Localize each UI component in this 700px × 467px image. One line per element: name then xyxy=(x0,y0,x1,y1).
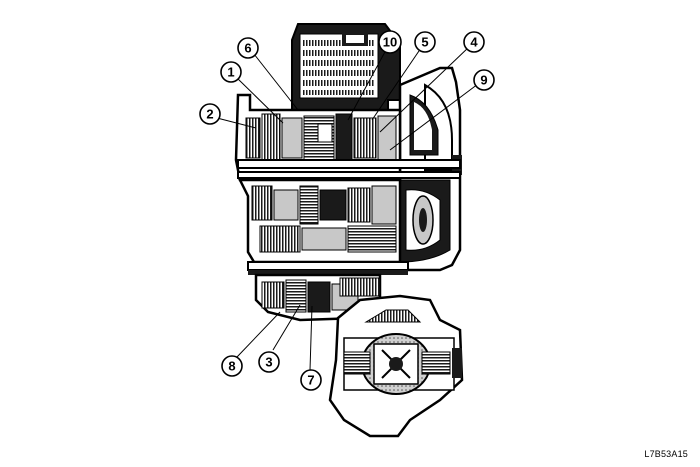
callout-6-label: 6 xyxy=(244,41,251,56)
callout-1-label: 1 xyxy=(227,65,234,80)
callout-5-label: 5 xyxy=(421,35,428,50)
callout-10: 10 xyxy=(378,30,402,54)
leader-lines xyxy=(216,45,479,371)
callout-2: 2 xyxy=(199,103,221,125)
main-case-upper xyxy=(234,93,402,182)
main-shaft xyxy=(237,159,461,179)
callout-10-label: 10 xyxy=(383,35,397,50)
differential-housing xyxy=(328,294,464,438)
callout-6: 6 xyxy=(237,37,259,59)
callout-9: 9 xyxy=(473,69,495,91)
callout-8: 8 xyxy=(221,355,243,377)
callout-2-label: 2 xyxy=(206,107,213,122)
figure-code: L7B53A15 xyxy=(644,449,688,459)
callout-8-label: 8 xyxy=(228,359,235,374)
callout-3: 3 xyxy=(258,351,280,373)
valve-body xyxy=(291,23,401,111)
callout-3-label: 3 xyxy=(265,355,272,370)
callout-9-label: 9 xyxy=(480,73,487,88)
callout-4: 4 xyxy=(463,31,485,53)
callout-7-label: 7 xyxy=(307,373,314,388)
callout-5: 5 xyxy=(414,31,436,53)
callout-7: 7 xyxy=(300,369,322,391)
callout-4-label: 4 xyxy=(470,35,478,50)
main-case-lower xyxy=(237,178,402,264)
callout-1: 1 xyxy=(220,61,242,83)
countershaft xyxy=(247,261,409,275)
